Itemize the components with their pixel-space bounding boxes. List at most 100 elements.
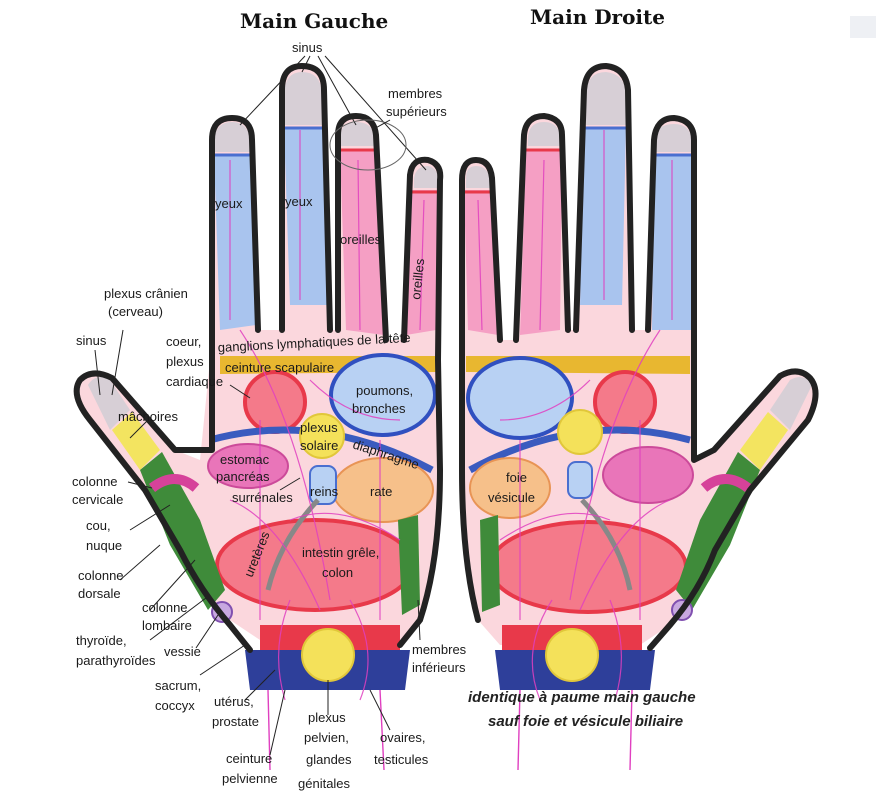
right-veins: [477, 130, 673, 701]
corner-mark: [850, 16, 876, 38]
label-poumons-2: bronches: [352, 401, 406, 416]
left-fingertip-2: [284, 72, 322, 125]
left-pelvic-plexus: [301, 628, 355, 682]
label-plexus-pelvien-1: plexus: [308, 710, 346, 725]
leader-lines: [94, 55, 427, 756]
right-liver-zone: [469, 457, 551, 519]
label-ovaires-1: ovaires,: [380, 730, 426, 745]
right-neck-band: [700, 474, 752, 493]
right-lungs-zone: [466, 356, 574, 440]
left-kidney-zone: [309, 465, 337, 505]
left-heart-zone: [243, 370, 307, 434]
right-forearm-lines: [517, 689, 633, 771]
label-coeur-3: cardiaque: [166, 374, 223, 389]
left-fingertip-4: [414, 166, 438, 188]
label-sacrum-2: coccyx: [155, 698, 195, 713]
left-neck-band: [148, 474, 200, 493]
label-oreilles-2: oreilles: [408, 257, 427, 300]
label-colonne-dorsale-2: dorsale: [78, 586, 121, 601]
right-pelvic-plexus: [545, 628, 599, 682]
left-veins: [229, 130, 425, 701]
label-plexus-pelvien-2: pelvien,: [304, 730, 349, 745]
left-hand-outline: [73, 63, 444, 653]
left-thumb-yellow: [112, 412, 160, 470]
left-fingertip-3: [340, 122, 374, 146]
label-colonne-dorsale-1: colonne: [78, 568, 124, 583]
label-plexus-pelvien-3: glandes: [306, 752, 352, 767]
label-coeur-2: plexus: [166, 354, 204, 369]
label-cou-2: nuque: [86, 538, 122, 553]
right-finger1-pink: [464, 190, 498, 335]
label-sacrum-1: sacrum,: [155, 678, 201, 693]
label-membres-inferieurs-1: membres: [412, 642, 467, 657]
left-limbs-green: [398, 515, 420, 615]
label-sinus-top: sinus: [292, 40, 323, 55]
label-ovaires-2: testicules: [374, 752, 429, 767]
right-kidney-zone: [567, 461, 593, 499]
label-uterus-1: utérus,: [214, 694, 254, 709]
left-thumb-tip: [88, 376, 130, 430]
label-membres-inferieurs-2: inférieurs: [412, 660, 466, 675]
label-colonne-cervicale-1: colonne: [72, 474, 118, 489]
label-colonne-cervicale-2: cervicale: [72, 492, 123, 507]
right-finger3-blue: [580, 128, 626, 305]
left-fingertip-1: [214, 122, 250, 152]
label-membres-superieurs-2: supérieurs: [386, 104, 447, 119]
label-ceinture-pelvienne-2: pelvienne: [222, 771, 278, 786]
label-colonne-lombaire-1: colonne: [142, 600, 188, 615]
label-yeux-1: yeux: [215, 196, 243, 211]
label-estomac-2: pancréas: [216, 469, 270, 484]
label-yeux-2: yeux: [285, 194, 313, 209]
left-solar-plexus: [299, 413, 345, 459]
label-oreilles-1: oreilles: [340, 232, 382, 247]
left-lungs-zone: [329, 353, 437, 437]
note-line-2: sauf foie et vésicule biliaire: [488, 713, 683, 730]
label-foie-2: vésicule: [488, 490, 535, 505]
label-reins: reins: [310, 484, 339, 499]
right-thumb-yellow: [740, 412, 788, 470]
note-line-1: identique à paume main gauche: [468, 689, 696, 706]
label-plexus-cranien-2: (cerveau): [108, 304, 163, 319]
label-surrenales: surrénales: [232, 490, 293, 505]
label-plexus-solaire-1: plexus: [300, 420, 338, 435]
right-limbs-green: [480, 515, 500, 612]
left-ureter-line: [265, 498, 320, 591]
right-hand-outline: [459, 63, 819, 651]
left-hand: [73, 63, 444, 771]
right-solar-plexus: [557, 409, 603, 455]
label-ceinture-scapulaire: ceinture scapulaire: [225, 360, 334, 375]
label-coeur-1: coeur,: [166, 334, 201, 349]
left-forearm-lines: [267, 689, 385, 771]
right-spine-green: [676, 452, 760, 610]
label-sinus-thumb: sinus: [76, 333, 107, 348]
label-cou-1: cou,: [86, 518, 111, 533]
right-fingertip-4: [654, 124, 692, 152]
label-thyroide-1: thyroïde,: [76, 633, 127, 648]
label-intestin-2: colon: [322, 565, 353, 580]
label-plexus-cranien-1: plexus crânien: [104, 286, 188, 301]
right-hand: [459, 63, 819, 771]
right-fingertip-3: [586, 72, 626, 125]
label-thyroide-2: parathyroïdes: [76, 653, 156, 668]
label-ceinture-pelvienne-1: ceinture: [226, 751, 272, 766]
label-plexus-solaire-2: solaire: [300, 438, 338, 453]
label-poumons-1: poumons,: [356, 383, 413, 398]
label-vessie: vessie: [164, 644, 201, 659]
label-intestin-1: intestin grêle,: [302, 545, 379, 560]
label-colonne-lombaire-2: lombaire: [142, 618, 192, 633]
label-estomac-1: estomac: [220, 452, 270, 467]
left-finger3-pink: [340, 150, 384, 335]
right-ureter-line: [580, 498, 633, 591]
label-uterus-2: prostate: [212, 714, 259, 729]
title-left-hand: Main Gauche: [240, 9, 388, 33]
sinus-highlight-circle: [329, 119, 407, 171]
right-finger2-pink: [520, 150, 562, 335]
label-membres-superieurs-1: membres: [388, 86, 443, 101]
label-rate: rate: [370, 484, 392, 499]
left-finger1-blue: [214, 155, 256, 330]
title-right-hand: Main Droite: [530, 5, 665, 29]
left-finger2-blue: [284, 128, 328, 305]
right-fingertip-1: [466, 166, 490, 188]
right-fingertip-2: [528, 122, 560, 146]
